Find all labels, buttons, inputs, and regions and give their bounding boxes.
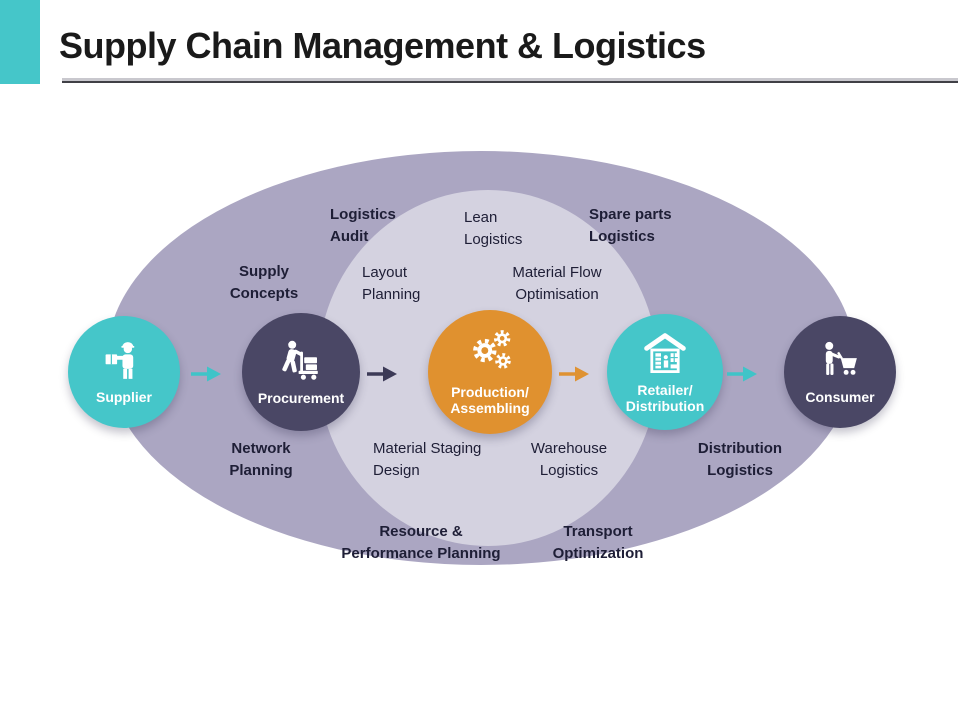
- storefront-icon: [644, 333, 686, 373]
- accent-square: [0, 0, 40, 84]
- arrow-supplier-to-procurement-icon: [191, 366, 221, 382]
- label-resource-performance-planning: Resource & Performance Planning: [341, 523, 501, 562]
- arrow-procurement-to-production-icon: [367, 366, 397, 382]
- arrow-retailer-to-consumer-icon: [727, 366, 757, 382]
- hand-truck-icon: [282, 340, 318, 380]
- label-lean-logistics: Lean Logistics: [464, 209, 523, 248]
- label-distribution-logistics: Distribution Logistics: [697, 440, 783, 479]
- node-label: Procurement: [257, 390, 345, 406]
- node-supplier: Supplier: [68, 316, 180, 428]
- node-procurement: Procurement: [242, 313, 360, 431]
- arrow-production-to-retailer-icon: [559, 366, 589, 382]
- title-rule-light: [62, 78, 958, 81]
- node-consumer: Consumer: [784, 316, 896, 428]
- node-label: Production/ Assembling: [450, 384, 530, 416]
- page-title: Supply Chain Management & Logistics: [59, 25, 706, 66]
- shopping-cart-icon: [825, 341, 857, 376]
- node-production-assembling: Production/ Assembling: [428, 310, 552, 434]
- label-logistics-audit: Logistics Audit: [330, 206, 396, 245]
- node-retailer-distribution: Retailer/ Distribution: [607, 314, 723, 430]
- label-material-flow-optimisation: Material Flow Optimisation: [512, 264, 602, 303]
- label-transport-optimization: Transport Optimization: [552, 523, 644, 562]
- label-spare-parts-logistics: Spare parts Logistics: [589, 206, 672, 245]
- label-network-planning: Network Planning: [229, 440, 293, 479]
- node-label: Consumer: [805, 389, 875, 405]
- label-warehouse-logistics: Warehouse Logistics: [530, 440, 608, 479]
- label-layout-planning: Layout Planning: [362, 264, 421, 303]
- gears-icon: [473, 330, 511, 369]
- label-supply-concepts: Supply Concepts: [229, 263, 299, 302]
- node-label: Retailer/ Distribution: [625, 382, 705, 414]
- label-material-staging-design: Material Staging Design: [373, 440, 482, 479]
- delivery-person-icon: [105, 342, 135, 379]
- node-label: Supplier: [95, 389, 152, 405]
- title-rule-dark: [62, 81, 958, 83]
